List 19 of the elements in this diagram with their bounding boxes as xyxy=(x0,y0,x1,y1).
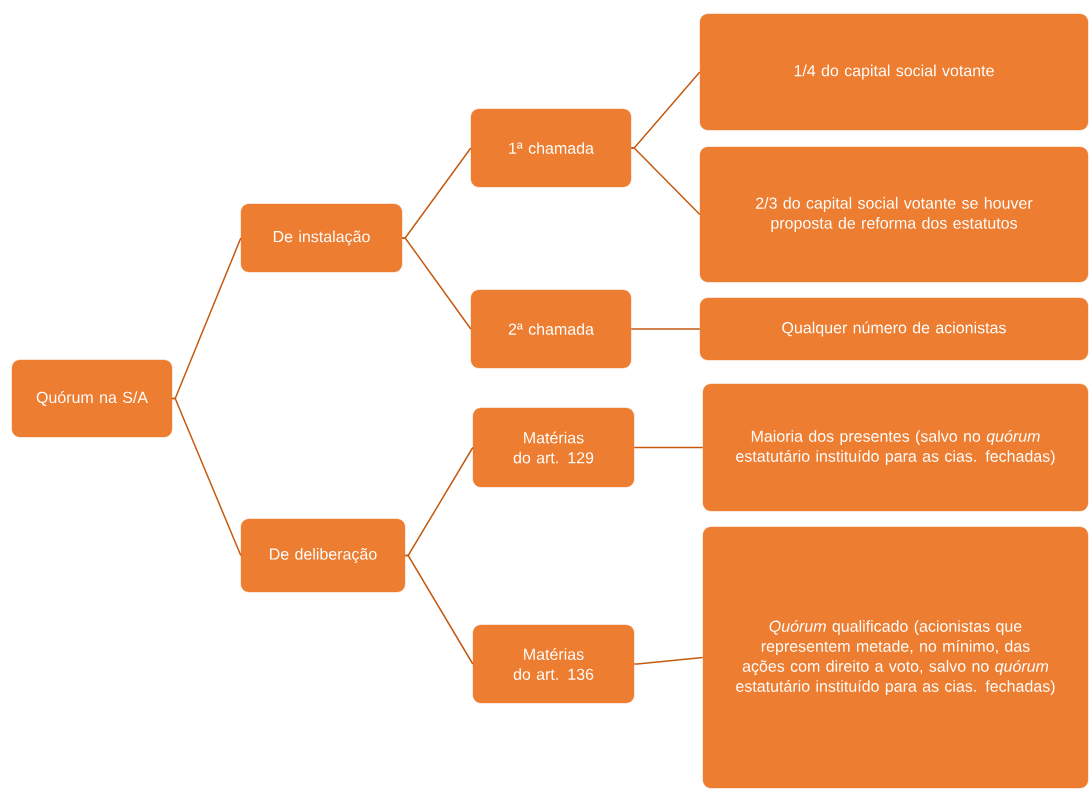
process-box: De deliberação xyxy=(240,518,406,593)
process-box: Matérias do art. 136 xyxy=(472,624,635,704)
connector-line xyxy=(633,656,704,665)
process-box: 1/4 do capital social votante xyxy=(699,13,1089,131)
process-box: Quórum qualificado (acionistas que representem metade, no mínimo, das ações com direito a voto, salvo no quórum estatutário instituído para as cias. fechadas) xyxy=(702,526,1089,789)
process-box: De instalação xyxy=(240,203,403,273)
process-box: Matérias do art. 129 xyxy=(472,407,635,488)
connector-line xyxy=(630,328,701,330)
connector-line xyxy=(401,237,472,330)
process-box: Quórum na S/A xyxy=(11,359,173,438)
process-box: 2ª chamada xyxy=(470,289,632,369)
process-box: Qualquer número de acionistas xyxy=(699,297,1089,361)
connector-line xyxy=(633,446,704,449)
connector-line xyxy=(171,397,242,557)
process-box: 1ª chamada xyxy=(470,108,632,188)
process-box: 2/3 do capital social votante se houver proposta de reforma dos estatutos xyxy=(699,146,1089,283)
connector-line xyxy=(630,147,701,216)
connector-line xyxy=(404,554,474,665)
process-box: Maioria dos presentes (salvo no quórum estatutário instituído para as cias. fechadas) xyxy=(702,383,1089,512)
